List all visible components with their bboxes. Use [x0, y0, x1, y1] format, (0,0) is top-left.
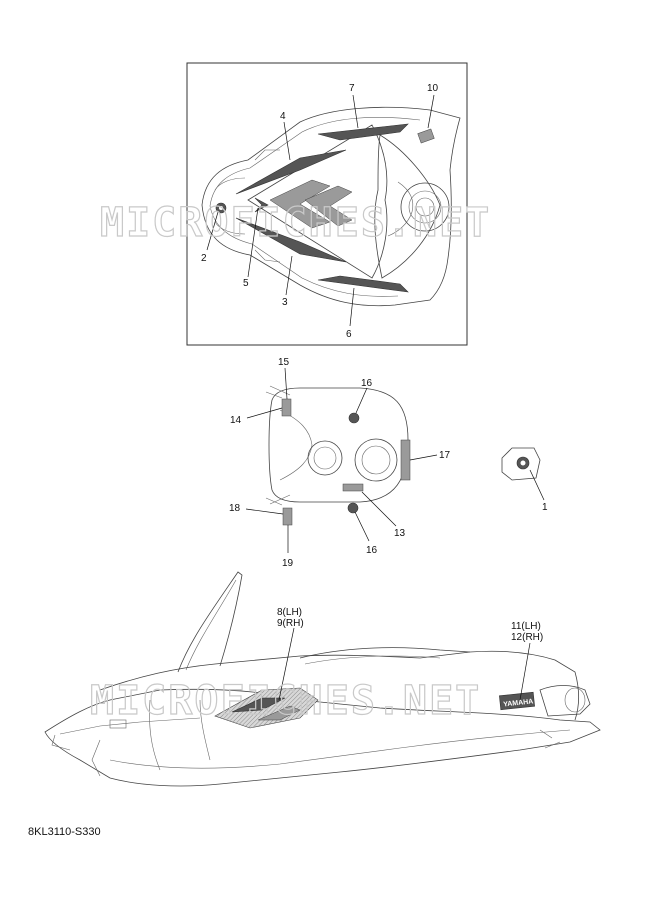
callout-5: 5 [243, 278, 249, 289]
rear-deck-view [245, 367, 438, 553]
callout-17: 17 [439, 450, 451, 461]
side-decal-front [214, 687, 319, 729]
panel-frame [186, 62, 468, 346]
emblem-part-view [501, 447, 545, 501]
part-code-label: 8KL3110-S330 [28, 826, 101, 838]
yamaha-logo-text: YAMAHA [503, 698, 534, 708]
callout-15: 15 [278, 357, 290, 368]
callout-4: 4 [280, 111, 286, 122]
top-view-leaders [206, 94, 435, 327]
callout-19: 19 [282, 558, 294, 569]
callout-12: 12(RH) [511, 632, 543, 643]
watermark-top: MICROFICHES.NET [100, 200, 491, 246]
callout-14: 14 [230, 415, 242, 426]
side-decal-rear: YAMAHA [499, 691, 535, 711]
callout-16-bottom: 16 [366, 545, 378, 556]
callout-2: 2 [201, 253, 207, 264]
callout-3: 3 [282, 297, 288, 308]
callout-8: 8(LH) [277, 607, 302, 618]
callout-10: 10 [427, 83, 439, 94]
callout-1: 1 [542, 502, 548, 513]
callout-18: 18 [229, 503, 241, 514]
callout-7: 7 [349, 83, 355, 94]
watermark-bottom: MICROFICHES.NET [90, 678, 481, 724]
top-view-panel: 7 10 4 2 5 3 6 [186, 62, 468, 346]
side-view-drawing: YAMAHA [44, 571, 601, 787]
callout-16-top: 16 [361, 378, 373, 389]
callout-6: 6 [346, 329, 352, 340]
hull-top-view-drawing [201, 106, 461, 307]
callout-9: 9(RH) [277, 618, 304, 629]
callout-13: 13 [394, 528, 406, 539]
callout-11: 11(LH) [511, 621, 541, 632]
